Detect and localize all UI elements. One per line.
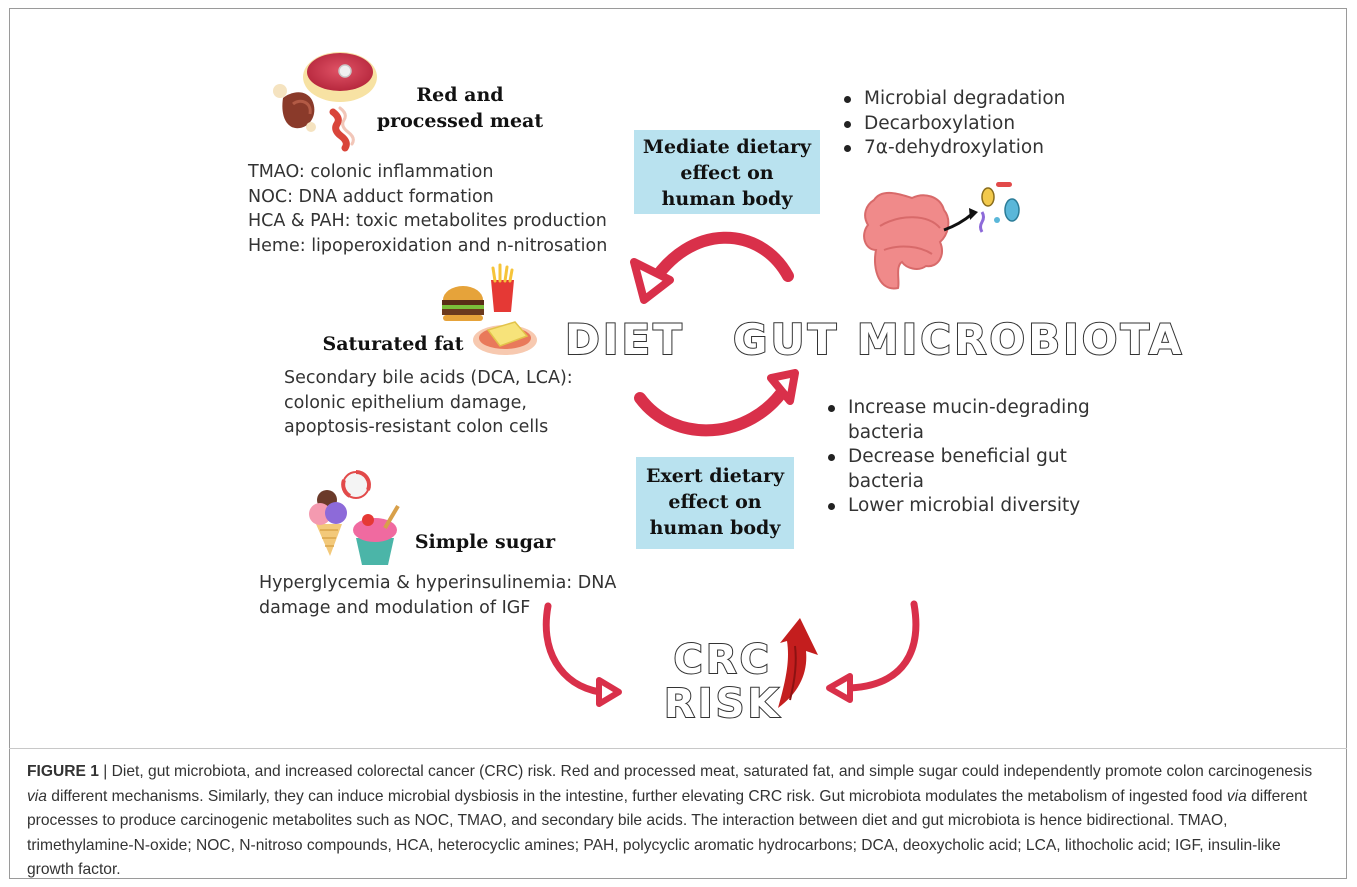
red-meat-effects: TMAO: colonic inflammation NOC: DNA addu… — [248, 160, 607, 258]
list-item: Increase mucin-degrading bacteria — [824, 396, 1090, 445]
gut-microbiota-label: GUT MICROBIOTA — [732, 314, 1185, 365]
arrow-diet-to-crc — [542, 602, 622, 707]
list-item: Decarboxylation — [840, 112, 1065, 137]
dysbiosis-effects-list: Increase mucin-degrading bacteria Decrea… — [824, 396, 1090, 519]
colon-bacteria-icon — [863, 182, 1020, 290]
red-meat-heading: Red and processed meat — [376, 84, 544, 132]
saturated-fat-effects: Secondary bile acids (DCA, LCA): colonic… — [284, 366, 573, 440]
list-item: 7α-dehydroxylation — [840, 136, 1065, 161]
list-item: Lower microbial diversity — [824, 494, 1090, 519]
simple-sugar-heading: Simple sugar — [414, 531, 556, 553]
simple-sugar-icon — [309, 470, 400, 565]
arrow-microbiota-to-crc — [826, 600, 920, 703]
saturated-fat-icon — [442, 263, 537, 355]
diet-label: DIET — [564, 314, 685, 365]
arrow-microbiota-to-diet — [630, 231, 794, 304]
red-meat-effect: TMAO: colonic inflammation — [248, 162, 494, 182]
crc-risk-label: CRC RISK — [663, 637, 782, 727]
saturated-fat-effect: Secondary bile acids (DCA, LCA): — [284, 368, 573, 388]
saturated-fat-effect: colonic epithelium damage, — [284, 392, 527, 413]
list-item: Decrease beneficial gut bacteria — [824, 445, 1090, 494]
arrow-diet-to-microbiota — [634, 369, 799, 437]
red-meat-effect: HCA & PAH: toxic metabolites production — [248, 211, 607, 231]
saturated-fat-effect: apoptosis-resistant colon cells — [284, 417, 549, 437]
exert-effect-box: Exert dietary effect on human body — [636, 457, 794, 549]
saturated-fat-heading: Saturated fat — [322, 333, 464, 355]
mediate-effect-box: Mediate dietary effect on human body — [634, 130, 820, 214]
red-meat-icon — [273, 52, 377, 152]
figure-caption: FIGURE 1 | Diet, gut microbiota, and inc… — [27, 763, 1313, 878]
simple-sugar-effects: Hyperglycemia & hyperinsulinemia: DNA da… — [259, 571, 616, 620]
figure-label: FIGURE 1 — [27, 763, 99, 780]
figure-frame — [9, 8, 1347, 879]
caption-divider — [9, 748, 1347, 749]
red-meat-effect: NOC: DNA adduct formation — [248, 186, 494, 207]
increase-arrow-icon — [778, 618, 818, 708]
microbial-processes-list: Microbial degradation Decarboxylation 7α… — [840, 87, 1065, 161]
red-meat-effect: Heme: lipoperoxidation and n-nitrosation — [248, 235, 608, 256]
simple-sugar-effect: damage and modulation of IGF — [259, 597, 531, 618]
simple-sugar-effect: Hyperglycemia & hyperinsulinemia: DNA — [259, 573, 617, 593]
list-item: Microbial degradation — [840, 87, 1065, 112]
